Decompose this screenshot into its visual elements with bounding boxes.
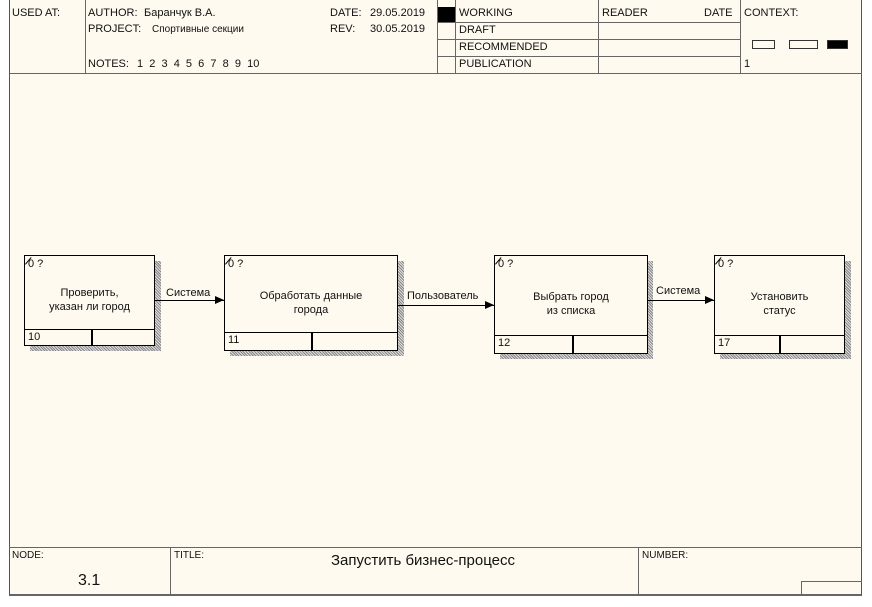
- box-label-line: статус: [763, 305, 796, 317]
- number-label: NUMBER:: [642, 550, 689, 561]
- box-label-line: города: [293, 304, 329, 316]
- context-box-current: [827, 40, 848, 49]
- context-box: [789, 40, 818, 49]
- precedence-link[interactable]: [648, 296, 714, 304]
- box-code: 0 ?: [228, 258, 244, 270]
- footer-divider: [9, 547, 862, 548]
- uob-box-check-city[interactable]: 0 ? Проверить, указан ли город 10: [24, 255, 155, 346]
- box-number: 11: [228, 334, 240, 346]
- box-footer: 11: [225, 332, 397, 350]
- box-code: 0 ?: [498, 258, 514, 270]
- divider: [85, 0, 86, 73]
- box-label-line: Установить: [750, 291, 809, 303]
- box-label-line: Проверить,: [60, 287, 119, 299]
- box-label-line: Обработать данные: [259, 290, 363, 302]
- status-working: WORKING: [459, 7, 513, 19]
- box-code: 0 ?: [718, 258, 734, 270]
- divider: [91, 330, 93, 345]
- context-label: CONTEXT:: [744, 7, 799, 19]
- divider: [437, 22, 740, 23]
- used-at-label: USED AT:: [12, 7, 61, 19]
- box-label-line: Выбрать город: [533, 291, 609, 303]
- divider: [740, 0, 741, 73]
- box-footer: 12: [495, 335, 647, 353]
- box-label: Проверить, указан ли город: [25, 286, 154, 314]
- reader-date-label: DATE: [704, 7, 733, 19]
- divider: [437, 39, 740, 40]
- box-label: Выбрать город из списка: [495, 290, 647, 318]
- node-value: 3.1: [78, 572, 101, 589]
- divider: [572, 336, 574, 353]
- box-label-line: из списка: [546, 305, 596, 317]
- box-number: 12: [498, 337, 511, 349]
- precedence-link[interactable]: [155, 296, 224, 304]
- divider: [779, 336, 781, 353]
- divider: [437, 0, 438, 73]
- box-label-line: указан ли город: [49, 301, 130, 313]
- project-value: Спортивные секции: [152, 24, 244, 35]
- author-label: AUTHOR:: [88, 7, 138, 19]
- divider: [598, 0, 599, 73]
- box-footer: 17: [715, 335, 844, 353]
- box-label: Обработать данные города: [225, 289, 397, 317]
- working-status-marker: [438, 7, 455, 22]
- diagram-title: Запустить бизнес-процесс: [331, 552, 515, 569]
- node-label: NODE:: [12, 550, 44, 561]
- precedence-link[interactable]: [398, 301, 494, 309]
- rev-value: 30.05.2019: [370, 23, 426, 35]
- status-publication: PUBLICATION: [459, 58, 532, 70]
- notes-value: 1 2 3 4 5 6 7 8 9 10: [137, 58, 260, 70]
- context-number: 1: [744, 58, 751, 70]
- notes-label: NOTES:: [88, 58, 129, 70]
- status-recommended: RECOMMENDED: [459, 41, 548, 53]
- context-box: [752, 40, 775, 49]
- divider: [801, 581, 862, 582]
- box-label: Установить статус: [715, 290, 844, 318]
- date-value: 29.05.2019: [370, 7, 426, 19]
- divider: [311, 333, 313, 350]
- uob-box-select-city[interactable]: 0 ? Выбрать город из списка 12: [494, 255, 648, 354]
- project-label: PROJECT:: [88, 23, 142, 35]
- divider: [455, 0, 456, 73]
- box-number: 17: [718, 337, 731, 349]
- link-label: Система: [166, 287, 211, 299]
- divider: [437, 56, 740, 57]
- link-label: Система: [656, 285, 701, 297]
- box-number: 10: [28, 331, 41, 343]
- rev-label: REV:: [330, 23, 356, 35]
- status-draft: DRAFT: [459, 24, 496, 36]
- uob-box-process-city[interactable]: 0 ? Обработать данные города 11: [224, 255, 398, 351]
- header-divider: [9, 73, 862, 74]
- uob-box-set-status[interactable]: 0 ? Установить статус 17: [714, 255, 845, 354]
- divider: [638, 547, 639, 596]
- link-label: Пользователь: [407, 290, 479, 302]
- date-label: DATE:: [330, 7, 362, 19]
- box-footer: 10: [25, 329, 154, 345]
- divider: [801, 581, 802, 596]
- title-label: TITLE:: [174, 550, 205, 561]
- box-code: 0 ?: [28, 258, 44, 270]
- reader-label: READER: [602, 7, 648, 19]
- divider: [170, 547, 171, 596]
- author-value: Баранчук В.А.: [144, 7, 216, 19]
